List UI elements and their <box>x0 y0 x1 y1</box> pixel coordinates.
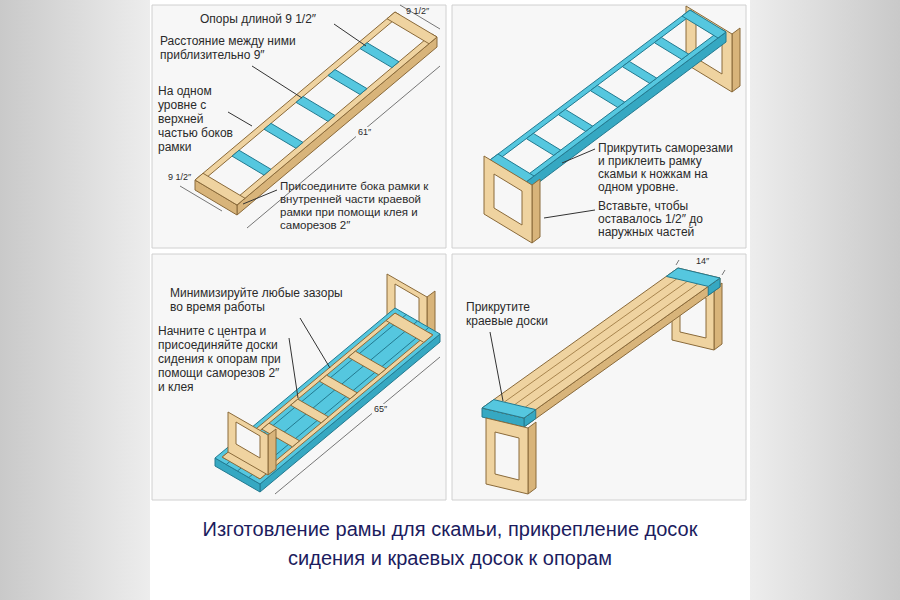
finished-seat <box>482 268 720 427</box>
support <box>319 375 357 399</box>
support <box>622 61 656 83</box>
support <box>232 150 271 175</box>
leg <box>486 418 528 494</box>
leader-line <box>544 210 595 218</box>
dimension-label: 65″ <box>372 404 389 415</box>
instruction-note: Начните с центра и присоединяйте доски с… <box>158 324 286 394</box>
step-panel <box>152 254 446 500</box>
leader-line <box>228 112 252 126</box>
leader-line <box>334 24 366 46</box>
instruction-note: Присоедините бока рамки к внутренней час… <box>280 180 444 232</box>
instruction-note: Прикрутите краевые доски <box>466 300 578 328</box>
leg-opening <box>236 422 260 458</box>
leader-line <box>289 338 298 398</box>
leg-side <box>268 429 276 475</box>
near-leg <box>486 418 536 494</box>
support <box>590 85 624 107</box>
leader-line <box>300 318 330 368</box>
leg-side <box>732 28 740 92</box>
edge-board <box>482 400 536 418</box>
step-panels <box>152 5 746 500</box>
leader-line <box>490 332 503 401</box>
leg <box>228 412 268 475</box>
step-panel <box>452 5 746 248</box>
seat-top <box>482 268 720 418</box>
support <box>558 109 592 131</box>
support <box>264 123 303 148</box>
step-panel <box>152 5 446 248</box>
leg-side <box>714 283 722 350</box>
board-seam <box>515 281 687 404</box>
panel4-leaders <box>490 260 725 401</box>
leader-line <box>252 66 302 98</box>
leg-side <box>528 422 536 494</box>
support <box>296 96 335 121</box>
dimension-label: 61″ <box>356 127 373 138</box>
leader-line <box>562 149 595 163</box>
dimension-label: 14″ <box>696 256 709 267</box>
board-seam <box>504 279 676 402</box>
near-leg <box>228 412 276 475</box>
near-leg <box>484 156 540 243</box>
instruction-note: На одном уровне с верхней частью боков р… <box>158 84 238 154</box>
instruction-note: Опоры длиной 9 1/2″ <box>200 12 350 26</box>
board-seam <box>525 284 697 407</box>
dimension-tick <box>722 270 725 275</box>
support <box>291 399 329 423</box>
leg <box>484 156 532 243</box>
seat-side <box>524 278 720 427</box>
dimension-tick <box>676 260 679 265</box>
leg-opening <box>494 174 522 225</box>
support <box>654 37 688 59</box>
instruction-note: Вставьте, чтобы оставалось 1/2″ до наруж… <box>598 200 742 239</box>
support <box>348 351 386 375</box>
end-board <box>386 313 433 342</box>
step-panel <box>452 254 746 500</box>
support <box>360 43 399 68</box>
frame-rail <box>490 10 694 163</box>
leg-side <box>532 179 540 243</box>
dimension-line <box>275 357 440 494</box>
panel3-leaders <box>275 318 440 494</box>
leg-opening <box>495 432 519 480</box>
support <box>526 133 560 155</box>
instruction-note: Минимизируйте любые зазоры во время рабо… <box>170 286 358 314</box>
dimension-label: 9 1/2″ <box>406 6 429 17</box>
instruction-note: Расстояние между ними приблизительно 9″ <box>160 34 302 62</box>
caption-text: Изготовление рамы для скамьи, прикреплен… <box>170 515 730 573</box>
end-board <box>387 12 437 44</box>
dimension-line <box>400 5 440 29</box>
dimension-label: 9 1/2″ <box>168 172 191 183</box>
end-board <box>682 10 726 38</box>
panel2-leaders <box>544 149 595 218</box>
edge-board <box>666 268 720 286</box>
instruction-note: Прикрутить саморезами и приклеить рамку … <box>598 142 742 194</box>
leader-line <box>243 190 277 204</box>
dimension-line <box>180 186 222 211</box>
support <box>328 70 367 95</box>
end-board <box>195 173 245 205</box>
frame-rail <box>256 333 432 479</box>
